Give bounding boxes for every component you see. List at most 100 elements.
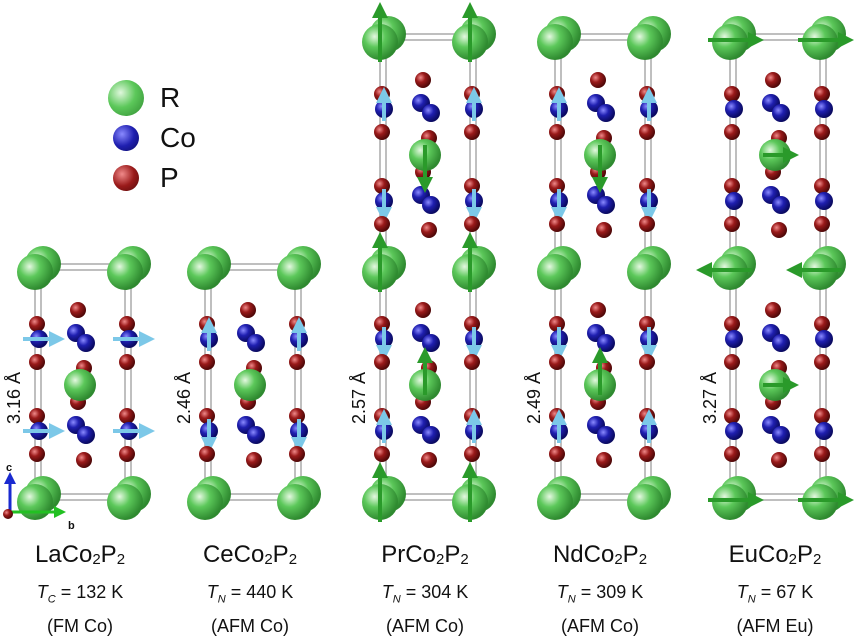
- p-atom: [765, 302, 781, 318]
- p-atom: [549, 446, 565, 462]
- p-atom: [814, 408, 830, 424]
- transition-temperature: TN = 440 K: [206, 582, 294, 606]
- r-atom: [187, 484, 223, 520]
- p-atom: [590, 72, 606, 88]
- p-atom: [724, 216, 740, 232]
- p-atom: [119, 354, 135, 370]
- p-atom: [289, 446, 305, 462]
- co-atom: [422, 334, 440, 352]
- co-atom: [772, 334, 790, 352]
- p-atom: [240, 302, 256, 318]
- r-atom: [234, 369, 266, 401]
- p-atom: [421, 222, 437, 238]
- compound-label-la: LaCo2P2 TC = 132 K (FM Co): [0, 540, 165, 639]
- co-atom: [597, 426, 615, 444]
- formula: LaCo2P2: [34, 541, 126, 568]
- p-atom: [814, 316, 830, 332]
- p-atom: [724, 446, 740, 462]
- p-atom: [119, 446, 135, 462]
- magnetic-order: (AFM Eu): [736, 615, 814, 636]
- r-atom: [17, 484, 53, 520]
- p-atom: [724, 408, 740, 424]
- co-atom: [815, 192, 833, 210]
- p-atom: [70, 302, 86, 318]
- co-atom: [77, 334, 95, 352]
- transition-temperature: TC = 132 K: [36, 582, 124, 606]
- r-atom: [107, 254, 143, 290]
- p-atom: [724, 178, 740, 194]
- magnetic-order: (AFM Co): [561, 615, 639, 636]
- compound-label-nd: NdCo2P2 TN = 309 K (AFM Co): [515, 540, 685, 639]
- r-atom: [64, 369, 96, 401]
- co-atom: [422, 196, 440, 214]
- legend-label: Co: [160, 122, 196, 153]
- co-atom: [247, 426, 265, 444]
- p-atom: [549, 124, 565, 140]
- co-atom: [422, 104, 440, 122]
- co-atom: [597, 334, 615, 352]
- co-atom: [772, 426, 790, 444]
- a-axis-marker: [3, 509, 13, 519]
- r-atom: [537, 254, 573, 290]
- p-atom: [596, 222, 612, 238]
- legend: R Co P: [108, 78, 196, 198]
- p-atom: [119, 408, 135, 424]
- p-atom: [639, 446, 655, 462]
- r-atom: [107, 484, 143, 520]
- p-atom: [464, 124, 480, 140]
- lattice-spacing-la: 3.16 Å: [4, 371, 24, 424]
- co-atom: [815, 422, 833, 440]
- p-atom: [29, 446, 45, 462]
- r-atom: [627, 254, 663, 290]
- r-atom: [187, 254, 223, 290]
- p-atom: [814, 446, 830, 462]
- p-atom: [639, 216, 655, 232]
- p-atom: [464, 354, 480, 370]
- co-atom-icon: [113, 125, 139, 151]
- p-atom: [29, 354, 45, 370]
- p-atom: [199, 446, 215, 462]
- compound-label-ce: CeCo2P2 TN = 440 K (AFM Co): [165, 540, 335, 639]
- p-atom: [549, 216, 565, 232]
- p-atom: [814, 86, 830, 102]
- p-atom: [119, 316, 135, 332]
- co-atom: [597, 104, 615, 122]
- formula: EuCo2P2: [728, 541, 822, 568]
- r-atom: [537, 484, 573, 520]
- magnetic-order: (AFM Co): [211, 615, 289, 636]
- p-atom: [76, 452, 92, 468]
- co-atom: [422, 426, 440, 444]
- p-atom: [415, 302, 431, 318]
- p-atom: [464, 446, 480, 462]
- legend-item-p: P: [108, 158, 196, 198]
- co-atom: [77, 426, 95, 444]
- p-atom: [199, 354, 215, 370]
- p-atom: [246, 452, 262, 468]
- p-atom: [724, 86, 740, 102]
- transition-temperature: TN = 309 K: [556, 582, 644, 606]
- co-atom: [772, 104, 790, 122]
- p-atom: [814, 354, 830, 370]
- p-atom: [590, 302, 606, 318]
- p-atom: [724, 316, 740, 332]
- lattice-spacing-eu: 3.27 Å: [700, 371, 720, 424]
- p-atom: [415, 72, 431, 88]
- r-atom: [537, 24, 573, 60]
- r-atom-icon: [108, 80, 144, 116]
- p-atom: [421, 452, 437, 468]
- formula: PrCo2P2: [381, 541, 469, 568]
- co-atom: [597, 196, 615, 214]
- axis-label-c: c: [6, 462, 13, 474]
- p-atom: [29, 316, 45, 332]
- p-atom: [374, 216, 390, 232]
- lattice-spacing-ce: 2.46 Å: [174, 371, 194, 424]
- p-atom: [814, 216, 830, 232]
- transition-temperature: TN = 67 K: [736, 582, 814, 606]
- p-atom: [289, 354, 305, 370]
- co-atom: [772, 196, 790, 214]
- p-atom: [639, 124, 655, 140]
- co-atom: [725, 330, 743, 348]
- legend-label: P: [160, 162, 179, 193]
- axis-label-b: b: [68, 520, 75, 532]
